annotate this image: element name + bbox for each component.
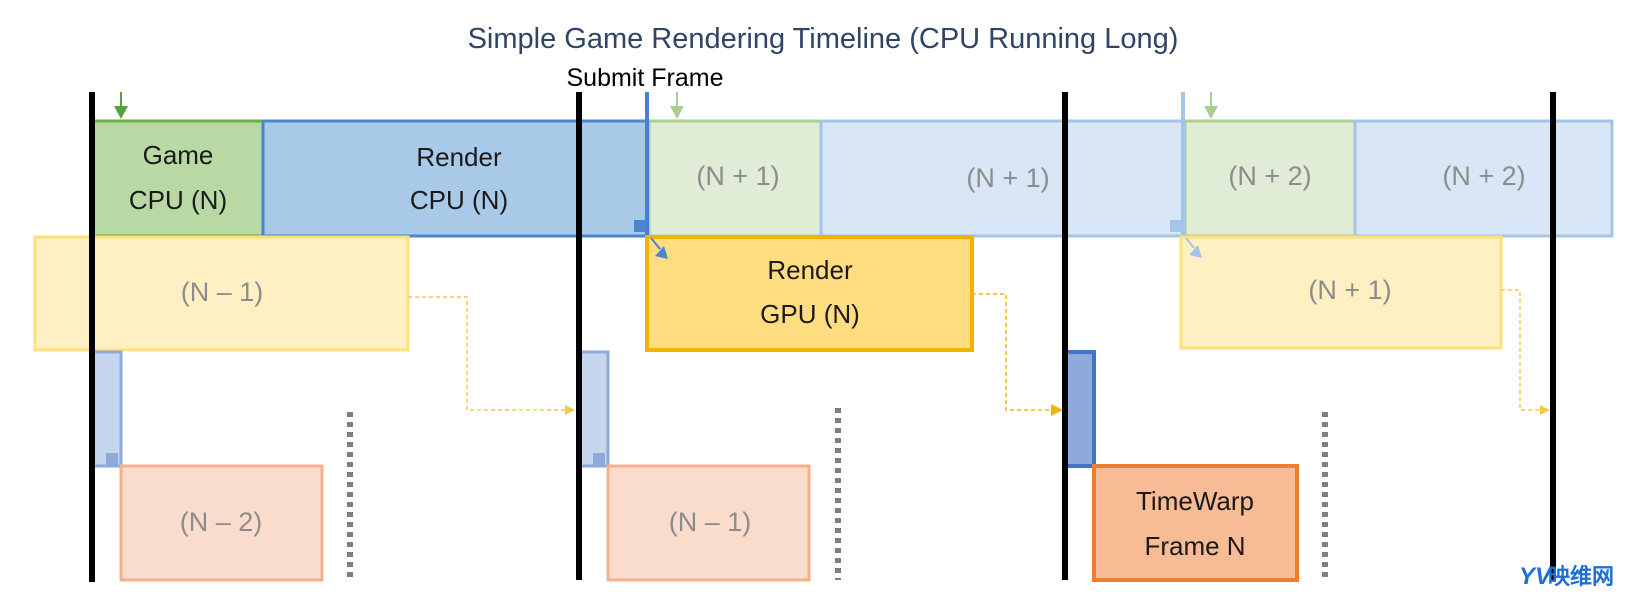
submit-to-gpu-arrow-n2 — [1185, 237, 1202, 258]
game-start-arrow-n — [114, 92, 128, 119]
watermark-text: 映维网 — [1548, 564, 1614, 590]
game-cpu-n1-box — [647, 119, 823, 238]
game-start-arrow-n1 — [670, 92, 684, 119]
timewarp-slot-3 — [1064, 350, 1096, 468]
gpu-next-done-arrow — [1501, 289, 1550, 415]
timewarp-box-1 — [119, 464, 324, 582]
timewarp-box-2 — [606, 464, 811, 582]
game-cpu-n2-label: (N + 2) — [1228, 161, 1311, 191]
render-gpu-label-2: GPU (N) — [760, 299, 860, 329]
render-gpu-n-box — [645, 235, 974, 352]
diagram-title: Simple Game Rendering Timeline (CPU Runn… — [468, 23, 1179, 55]
timewarp-slot-2 — [578, 350, 610, 468]
submit-handle-n2 — [1170, 220, 1182, 232]
timewarp-label-3a: TimeWarp — [1136, 486, 1254, 516]
timewarp-label-2: (N – 1) — [669, 507, 752, 537]
gpu-next-box — [1179, 235, 1503, 350]
render-cpu-n2-box — [1353, 119, 1614, 238]
watermark-logo: YV — [1519, 563, 1553, 590]
submit-handle-n — [634, 220, 646, 232]
render-cpu-n1-label: (N + 1) — [966, 163, 1049, 193]
game-cpu-label-2: CPU (N) — [129, 185, 227, 215]
render-cpu-label-2: CPU (N) — [410, 185, 508, 215]
gpu-n-done-arrow — [972, 293, 1063, 416]
timewarp-label-1: (N – 2) — [180, 507, 263, 537]
timewarp-box-3 — [1092, 464, 1299, 582]
gpu-prev-done-arrow — [408, 296, 575, 415]
timewarp-slot-1 — [91, 350, 123, 468]
game-cpu-n-box — [91, 119, 265, 238]
submit-to-gpu-arrow-n — [650, 237, 668, 259]
render-cpu-label-1: Render — [416, 142, 502, 172]
render-gpu-label-1: Render — [767, 255, 853, 285]
game-cpu-label-1: Game — [143, 140, 214, 170]
gpu-prev-label: (N – 1) — [181, 277, 264, 307]
game-start-arrow-n2 — [1204, 92, 1218, 119]
gpu-next-label: (N + 1) — [1308, 275, 1391, 305]
game-cpu-n1-label: (N + 1) — [696, 161, 779, 191]
gpu-prev-box — [33, 235, 410, 352]
timewarp-label-3b: Frame N — [1144, 531, 1245, 561]
render-cpu-n2-label: (N + 2) — [1442, 161, 1525, 191]
render-cpu-n-box — [261, 119, 649, 238]
render-cpu-n1-box — [819, 119, 1187, 238]
watermark: YV 映维网 — [1519, 563, 1614, 590]
submit-frame-label: Submit Frame — [567, 64, 724, 92]
timewarp-handle-2 — [593, 453, 605, 465]
timewarp-handle-1 — [106, 453, 118, 465]
